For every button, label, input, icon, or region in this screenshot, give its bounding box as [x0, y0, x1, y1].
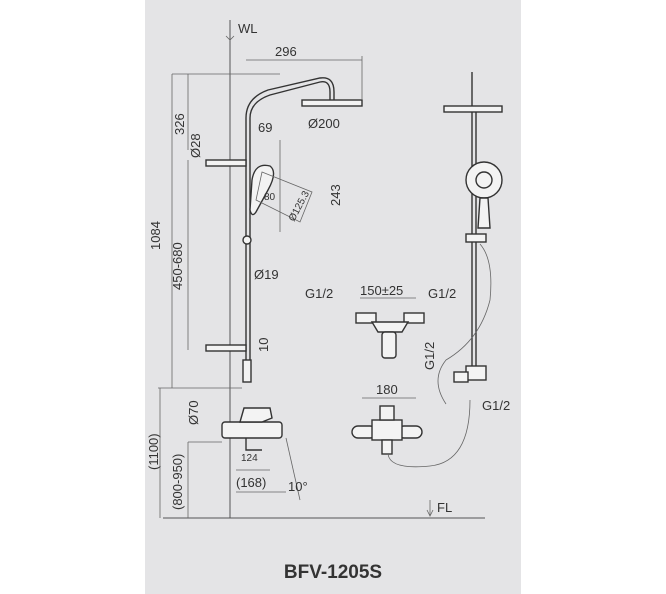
drawing-panel [145, 0, 521, 594]
side-view-shower [205, 77, 363, 451]
dim-168: (168) [236, 475, 266, 490]
g12-side-label: G1/2 [482, 398, 510, 413]
spout [245, 438, 262, 451]
dim-150-25: 150±25 [360, 283, 403, 298]
front-view-shower [437, 72, 503, 405]
dim-296: 296 [275, 44, 297, 59]
dim-10: 10 [256, 338, 271, 352]
lower-mixer-handle [379, 405, 395, 421]
front-diverter [465, 365, 487, 381]
dim-19: Ø19 [254, 267, 279, 282]
g12-vertical-label: G1/2 [422, 342, 437, 370]
hand-shower-cone [255, 171, 313, 223]
shower-arm-inner [249, 81, 331, 119]
dim-80: 80 [264, 192, 276, 203]
dim-124: 124 [241, 453, 258, 464]
diverter-connector [242, 359, 252, 383]
mixer-handle [239, 407, 273, 423]
wl-label: WL [238, 21, 258, 36]
upper-bracket [205, 159, 247, 167]
dim-28: Ø28 [188, 133, 203, 158]
front-hose [437, 243, 492, 405]
front-slider [465, 233, 487, 243]
model-name: BFV-1205S [284, 562, 382, 583]
dim-180: 180 [376, 382, 398, 397]
dim-1100: (1100) [146, 433, 161, 470]
front-hand-shower-handle [477, 197, 491, 229]
lower-bracket [205, 344, 247, 352]
front-hand-shower-center [475, 171, 493, 189]
hand-shower [249, 164, 275, 216]
wl-arrow-head [225, 35, 235, 41]
front-overhead-shower [443, 105, 503, 113]
bath-mixer [221, 421, 283, 439]
g12-left-label: G1/2 [305, 286, 333, 301]
shower-arm [245, 77, 335, 119]
dimension-lines [158, 56, 363, 518]
fl-arrow-head [426, 509, 434, 517]
dim-200: Ø200 [308, 116, 340, 131]
left-inlet [355, 312, 377, 324]
hose [387, 399, 471, 468]
fl-label: FL [437, 500, 452, 515]
dim-10-deg: 10° [288, 479, 308, 494]
right-inlet [403, 312, 425, 324]
lower-mixer-body [371, 419, 403, 441]
overhead-shower [301, 99, 363, 107]
dim-800-950: (800-950) [170, 454, 185, 510]
front-view-mixers [351, 297, 471, 468]
g12-right-label: G1/2 [428, 286, 456, 301]
reference-lines [163, 20, 485, 519]
lower-mixer-spout [381, 439, 393, 455]
dim-69: 69 [258, 120, 272, 135]
front-diverter-inlet [453, 371, 469, 383]
dim-326: 326 [172, 113, 187, 135]
dim-70: Ø70 [186, 400, 201, 425]
upper-mixer-handle [381, 331, 397, 359]
dim-1084: 1084 [148, 221, 163, 250]
dim-243: 243 [328, 184, 343, 206]
dim-125-3: Ø125.3 [287, 189, 312, 224]
dim-450-680: 450-680 [170, 242, 185, 290]
slider [242, 235, 252, 245]
upper-mixer-body [370, 321, 410, 333]
